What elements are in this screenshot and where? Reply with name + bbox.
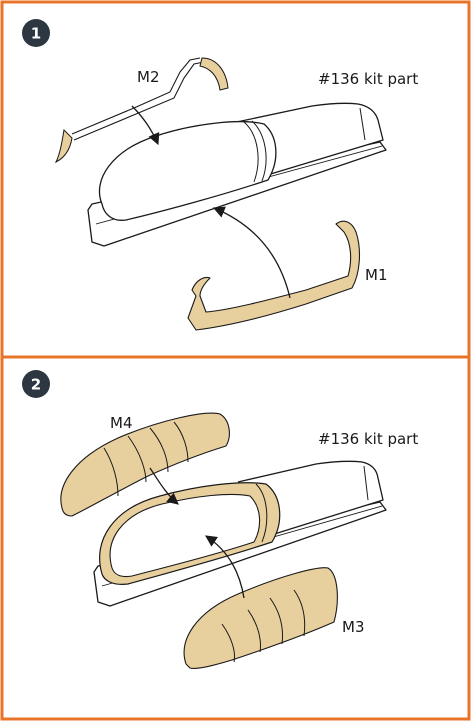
arrow-m2 xyxy=(131,105,160,146)
canopy-base-frame-2 xyxy=(93,501,387,607)
arrow-m1 xyxy=(212,206,291,299)
canopy-base-frame xyxy=(87,141,387,247)
mask-m2-right-tab xyxy=(199,57,229,91)
step-1-badge: 1 xyxy=(22,19,50,47)
label-m4: M4 xyxy=(110,414,133,432)
step-1-panel: 1 M2 #136 kit part M1 xyxy=(22,19,418,331)
step-2-number: 2 xyxy=(31,376,41,394)
kit-part-label-2: #136 kit part xyxy=(318,430,418,448)
label-m1: M1 xyxy=(365,266,388,284)
label-m3: M3 xyxy=(342,618,365,636)
kit-part-label-1: #136 kit part xyxy=(318,70,418,88)
mask-m3 xyxy=(183,567,338,670)
arrow-m3 xyxy=(205,535,245,599)
arrow-m4 xyxy=(149,467,179,505)
step-2-badge: 2 xyxy=(22,370,50,398)
canopy-glass xyxy=(98,120,277,221)
mask-m2-left-tab xyxy=(54,128,73,164)
label-m2: M2 xyxy=(137,68,160,86)
mask-m1 xyxy=(187,220,361,331)
canopy-glass-2 xyxy=(109,493,261,578)
step-1-number: 1 xyxy=(31,25,41,43)
mask-m4 xyxy=(60,412,230,517)
mask-m2-strip xyxy=(71,57,201,135)
step-2-panel: 2 M4 #136 kit part M3 xyxy=(22,370,418,670)
